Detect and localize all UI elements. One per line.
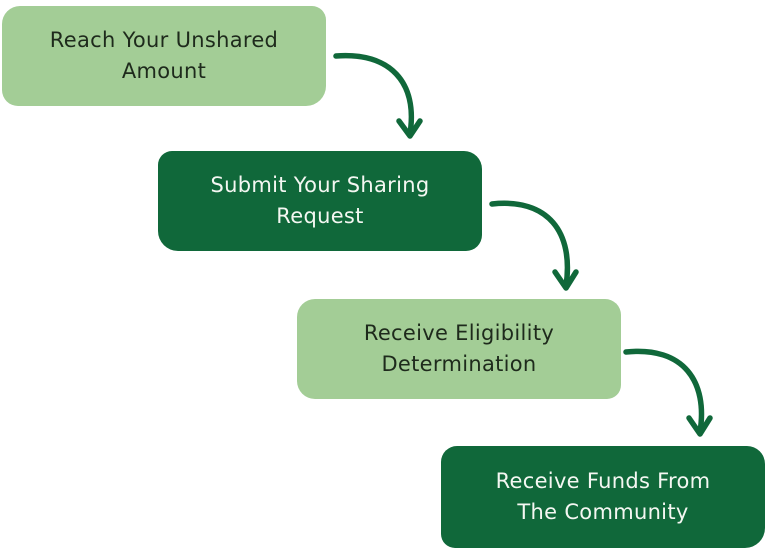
curved-arrow-icon bbox=[623, 348, 713, 437]
step-box-reach-unshared-amount: Reach Your Unshared Amount bbox=[2, 6, 326, 106]
step-box-receive-eligibility: Receive Eligibility Determination bbox=[297, 299, 621, 399]
step-box-receive-funds: Receive Funds From The Community bbox=[441, 446, 765, 548]
curved-arrow-icon bbox=[333, 52, 423, 139]
step-label: Receive Funds From The Community bbox=[495, 469, 711, 524]
curved-arrow-icon bbox=[489, 200, 579, 291]
step-label: Receive Eligibility Determination bbox=[363, 321, 555, 376]
step-label: Submit Your Sharing Request bbox=[210, 173, 430, 228]
step-box-submit-sharing-request: Submit Your Sharing Request bbox=[158, 151, 482, 251]
step-label: Reach Your Unshared Amount bbox=[49, 28, 279, 83]
